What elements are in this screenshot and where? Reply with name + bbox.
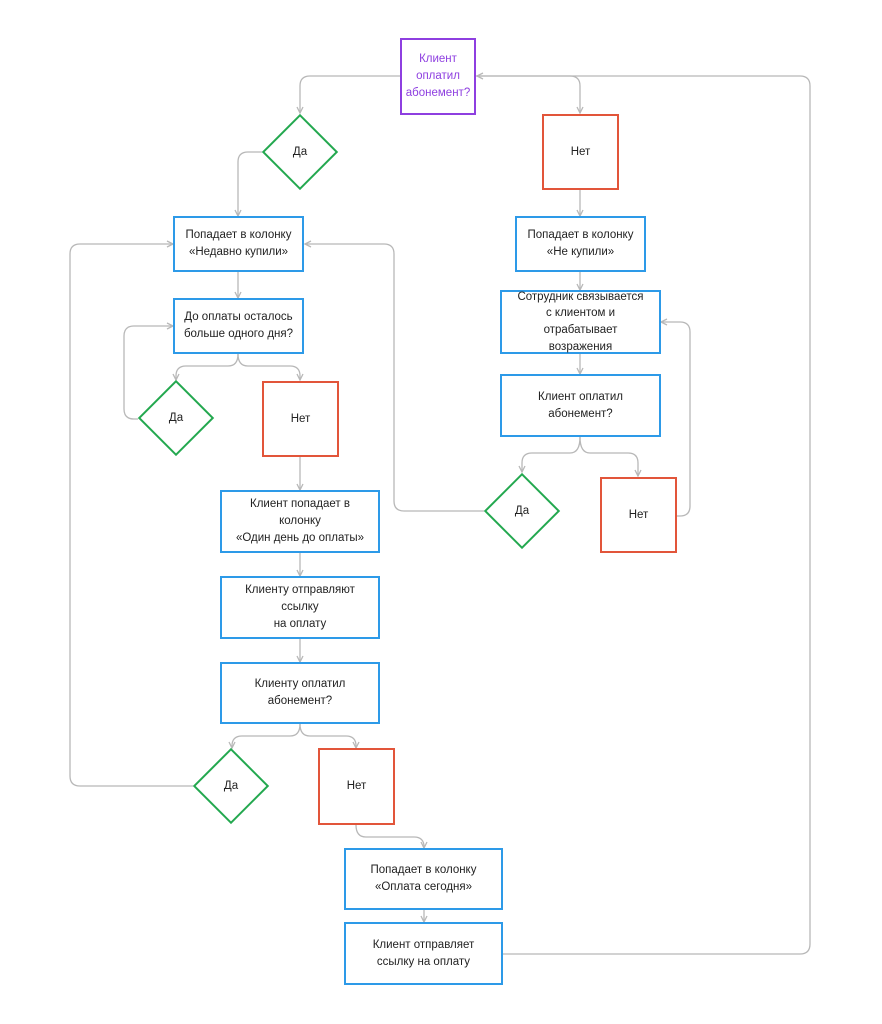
line-yes-to-recent: [238, 151, 262, 216]
no-top-node[interactable]: Нет: [542, 114, 619, 190]
send-link-node[interactable]: Клиенту отправляют ссылку на оплату: [220, 576, 380, 639]
line-rquestion-to-no: [579, 436, 638, 476]
line-start-to-yes: [300, 75, 400, 113]
line-start-to-no: [476, 75, 580, 113]
today-column-node[interactable]: Попадает в колонку «Оплата сегодня»: [344, 848, 503, 910]
line-rquestion-to-yes: [522, 436, 581, 472]
yes-right-label: Да: [514, 505, 530, 517]
employee-contacts-node[interactable]: Сотрудник связывается с клиентом и отраб…: [500, 290, 661, 354]
paid-question-right-node[interactable]: Клиент оплатил абонемент?: [500, 374, 661, 437]
line-check-to-yes: [176, 353, 239, 380]
line-yes-loop: [123, 326, 173, 420]
yes-loop-label: Да: [168, 412, 184, 424]
yes-bottom-label: Да: [223, 780, 239, 792]
yes-top-label: Да: [292, 146, 308, 158]
more-than-day-node[interactable]: До оплаты осталось больше одного дня?: [173, 298, 304, 354]
line-yes-bottom-loop: [69, 244, 193, 787]
line-rno-to-employee: [661, 322, 691, 517]
line-ryes-to-recent: [305, 244, 484, 512]
line-check-to-no: [237, 353, 300, 380]
line-question-to-yes: [232, 723, 301, 748]
paid-question-left-node[interactable]: Клиенту оплатил абонемент?: [220, 662, 380, 724]
recent-column-node[interactable]: Попадает в колонку «Недавно купили»: [173, 216, 304, 272]
client-sends-link-node[interactable]: Клиент отправляет ссылку на оплату: [344, 922, 503, 985]
not-bought-column-node[interactable]: Попадает в колонку «Не купили»: [515, 216, 646, 272]
no-right-node[interactable]: Нет: [600, 477, 677, 553]
line-question-to-no: [299, 723, 356, 748]
no-bottom-node[interactable]: Нет: [318, 748, 395, 825]
start-node[interactable]: Клиент оплатил абонемент?: [400, 38, 476, 115]
one-day-column-node[interactable]: Клиент попадает в колонку «Один день до …: [220, 490, 380, 553]
no-mid-node[interactable]: Нет: [262, 381, 339, 457]
line-send-to-start: [477, 76, 811, 955]
line-no-to-today: [355, 824, 424, 848]
